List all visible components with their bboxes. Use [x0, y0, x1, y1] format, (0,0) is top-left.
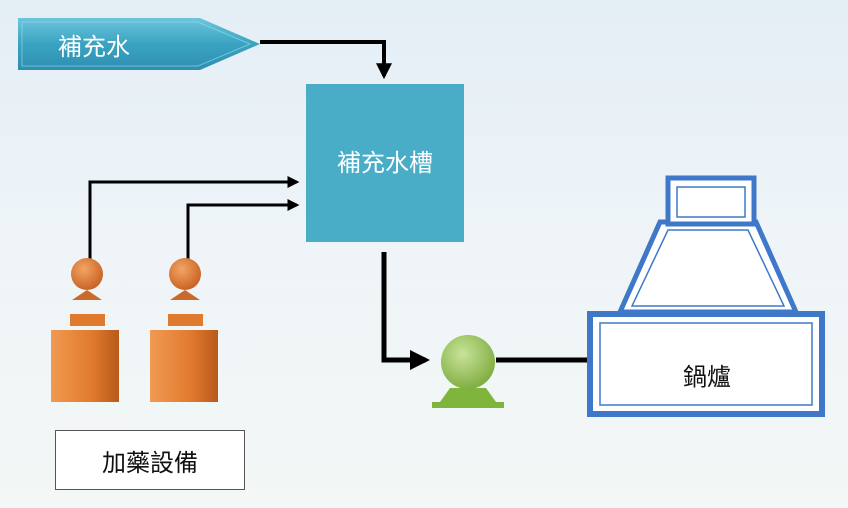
makeup-tank-shape	[306, 84, 464, 242]
makeup-water-shape	[18, 18, 260, 70]
makeup-to-tank-arrow	[260, 40, 392, 80]
pump-icon	[432, 335, 504, 408]
dosing-unit-1	[51, 258, 119, 402]
makeup-tank-label: 補充水槽	[337, 148, 433, 177]
dosing-unit-2	[150, 258, 218, 402]
dosing-equipment-label: 加藥設備	[55, 430, 245, 490]
boiler-shape	[587, 175, 825, 417]
dosing-2-to-tank-arrow	[186, 199, 300, 264]
boiler-label: 鍋爐	[683, 362, 731, 391]
dosing-1-to-tank-arrow	[88, 176, 300, 264]
makeup-water-label: 補充水	[58, 32, 130, 61]
tank-to-pump-arrow	[381, 252, 430, 370]
